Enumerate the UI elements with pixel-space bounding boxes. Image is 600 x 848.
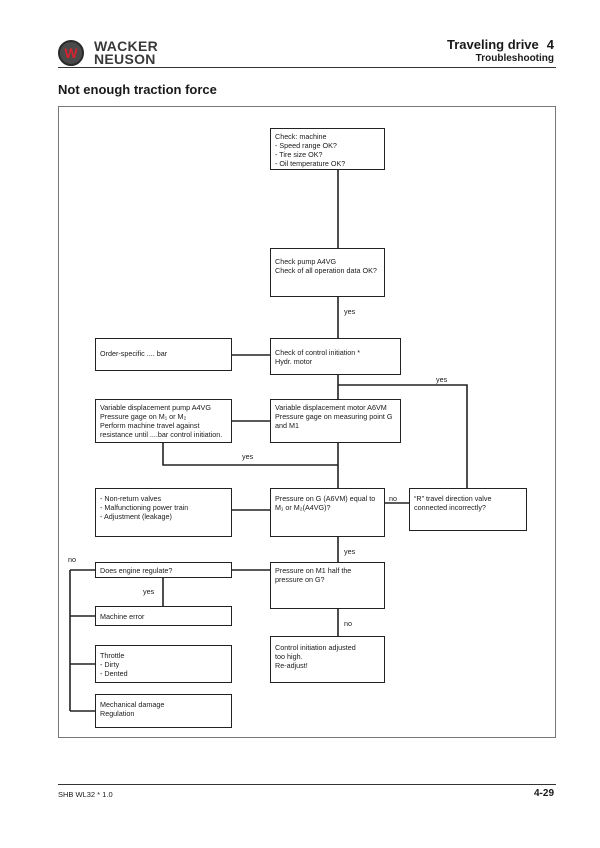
page-number: 4-29 — [533, 788, 554, 799]
brand-name: WACKER NEUSON — [94, 38, 159, 67]
machine-error-box: Machine error — [95, 606, 232, 626]
variable-motor-box: Variable displacement motor A6VM Pressur… — [270, 399, 401, 443]
chapter-subtitle: Troubleshooting — [475, 53, 554, 64]
control-adjusted-box: Control initiation adjusted too high. Re… — [270, 636, 385, 683]
label-yes-pump: yes — [344, 307, 356, 316]
label-yes-g: yes — [344, 547, 356, 556]
brand-line-1: WACKER — [94, 38, 159, 54]
flowchart-frame — [58, 106, 556, 738]
non-return-box: - Non-return valves - Malfunctioning pow… — [95, 488, 232, 537]
wacker-neuson-logo-icon: W — [58, 40, 84, 66]
variable-pump-box: Variable displacement pump A4VG Pressure… — [95, 399, 232, 443]
document-id: SHB WL32 * 1.0 — [58, 790, 113, 799]
brand-line-2: NEUSON — [94, 51, 156, 67]
chapter-number: 4 — [546, 37, 554, 52]
pressure-g-box: Pressure on G (A6VM) equal to M₁ or M₂(A… — [270, 488, 385, 537]
footer-divider — [58, 784, 556, 785]
section-title: Not enough traction force — [58, 82, 217, 97]
mechanical-box: Mechanical damage Regulation — [95, 694, 232, 728]
check-control-box: Check of control initiation * Hydr. moto… — [270, 338, 401, 375]
header-divider — [58, 67, 556, 68]
label-no-m1: no — [344, 619, 352, 628]
label-no-g: no — [389, 494, 397, 503]
chapter-title-text: Traveling drive — [447, 37, 539, 52]
label-yes-engine: yes — [143, 587, 155, 596]
pressure-m1-box: Pressure on M1 half the pressure on G? — [270, 562, 385, 609]
connector-control-rtravel — [338, 384, 468, 488]
check-pump-box: Check pump A4VG Check of all operation d… — [270, 248, 385, 297]
label-yes-right: yes — [436, 375, 448, 384]
label-yes-left: yes — [242, 452, 254, 461]
check-machine-box: Check: machine - Speed range OK? - Tire … — [270, 128, 385, 170]
chapter-title: Traveling drive 4 — [447, 37, 554, 52]
connector-pump-g — [162, 443, 338, 466]
throttle-box: Throttle - Dirty - Dented — [95, 645, 232, 683]
r-travel-box: “R” travel direction valve connected inc… — [409, 488, 527, 531]
label-no-left: no — [68, 555, 76, 564]
order-specific-box: Order-specific .... bar — [95, 338, 232, 371]
engine-regulate-box: Does engine regulate? — [95, 562, 232, 578]
